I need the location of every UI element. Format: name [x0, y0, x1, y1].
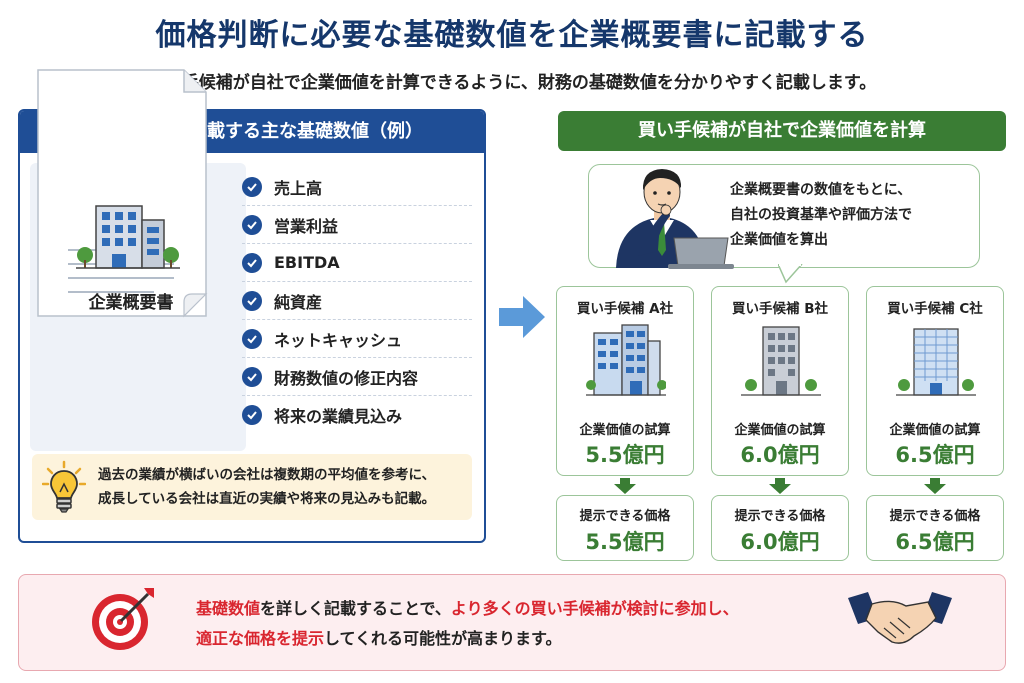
company-card-b: 買い手候補 B社 企業価値の試算 6.0億円 — [711, 286, 849, 476]
handshake-icon — [848, 592, 952, 644]
arrow-down-icon — [614, 478, 636, 494]
check-icon — [242, 328, 262, 349]
estimate-value: 5.5億円 — [585, 443, 665, 467]
list-item: 将来の業績見込み — [242, 396, 472, 434]
tip-line-2: 成長している会社は直近の実績や将来の見込みも記載。 — [98, 491, 436, 507]
check-icon — [242, 366, 262, 387]
conclusion-banner — [18, 574, 1006, 671]
price-card-b: 提示できる価格 6.0億円 — [711, 495, 849, 561]
building-icon — [896, 328, 976, 396]
buyer-calculation-header: 買い手候補が自社で企業価値を計算 — [558, 111, 1006, 151]
page-title: 価格判断に必要な基礎数値を企業概要書に記載する — [155, 18, 869, 53]
check-icon — [242, 405, 262, 425]
tip-line-1: 過去の業績が横ばいの会社は複数期の平均値を参考に、 — [98, 467, 436, 483]
tip-box: 過去の業績が横ばいの会社は複数期の平均値を参考に、 成長している会社は直近の実績… — [32, 454, 472, 520]
arrow-right-icon — [499, 296, 545, 338]
company-card-a: 買い手候補 A社 企業価値の試算 5.5億円 — [556, 286, 694, 476]
estimate-value: 6.5億円 — [895, 443, 975, 467]
businessman-icon — [616, 169, 734, 269]
list-item: 売上高 — [242, 168, 472, 206]
target-icon — [92, 588, 154, 650]
conclusion-text: 基礎数値を詳しく記載することで、より多くの買い手候補が検討に参加し、 適正な価格… — [196, 599, 739, 648]
list-item: ネットキャッシュ — [242, 320, 472, 358]
check-icon — [242, 252, 262, 273]
page-subtitle: 買い手候補が自社で企業価値を計算できるように、財務の基礎数値を分かりやすく記載し… — [147, 73, 877, 93]
document-icon — [37, 69, 208, 318]
price-card-a: 提示できる価格 5.5億円 — [556, 495, 694, 561]
list-item: EBITDA — [242, 244, 472, 282]
building-icon — [741, 326, 821, 396]
building-icon — [586, 324, 666, 396]
lightbulb-icon — [42, 460, 86, 513]
arrow-down-icon — [769, 478, 791, 494]
estimate-value: 6.0億円 — [740, 443, 820, 467]
price-value: 6.0億円 — [740, 530, 820, 554]
speech-bubble-tail — [778, 264, 803, 284]
list-item: 営業利益 — [242, 206, 472, 244]
list-item: 財務数値の修正内容 — [242, 358, 472, 396]
check-icon — [242, 290, 262, 311]
list-item: 純資産 — [242, 282, 472, 320]
company-card-c: 買い手候補 C社 企業価値の試算 6.5億円 — [866, 286, 1004, 476]
laptop-icon — [662, 240, 732, 270]
speech-bubble-text: 企業概要書の数値をもとに、 自社の投資基準や評価方法で 企業価値を算出 — [730, 182, 912, 248]
basic-figures-list: 売上高 営業利益 EBITDA 純資産 ネットキャッシュ 財務数値の修正内容 将… — [242, 168, 472, 434]
check-icon — [242, 176, 262, 197]
price-card-c: 提示できる価格 6.5億円 — [866, 495, 1004, 561]
arrow-down-icon — [924, 478, 946, 494]
check-icon — [242, 214, 262, 235]
price-value: 5.5億円 — [585, 530, 665, 554]
price-value: 6.5億円 — [895, 530, 975, 554]
document-title: 企業概要書 — [88, 293, 174, 313]
building-icon — [76, 205, 180, 269]
